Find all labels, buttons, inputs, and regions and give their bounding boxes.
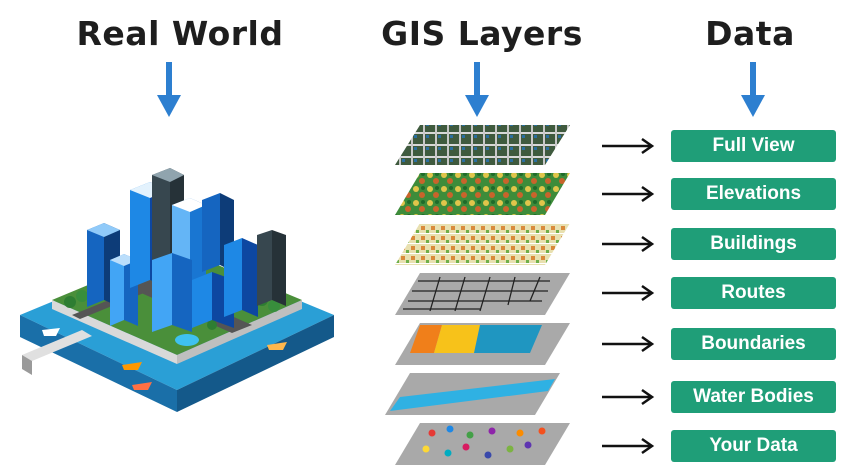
right-arrow-icon (602, 437, 655, 455)
right-arrow-icon (602, 235, 655, 253)
down-arrow-icon (741, 62, 765, 117)
city-illustration (20, 168, 334, 412)
data-item-pill: Full View (671, 130, 836, 162)
data-item-pill: Routes (671, 277, 836, 309)
data-item-pill: Your Data (671, 430, 836, 462)
right-arrow-icon (602, 388, 655, 406)
layer-your-data (395, 423, 570, 465)
gis-layers-stack (385, 125, 570, 465)
data-item-pill: Boundaries (671, 328, 836, 360)
gis-layers-heading: GIS Layers (381, 14, 583, 53)
layer-full-view (395, 125, 570, 165)
right-arrow-icon (602, 284, 655, 302)
layer-elevations (395, 173, 570, 215)
right-arrow-icon (602, 185, 655, 203)
real-world-heading: Real World (76, 14, 284, 53)
right-arrow-icon (602, 137, 655, 155)
data-heading: Data (705, 14, 795, 53)
data-item-pill: Water Bodies (671, 381, 836, 413)
data-item-pill: Elevations (671, 178, 836, 210)
right-arrow-icon (602, 335, 655, 353)
data-item-pill: Buildings (671, 228, 836, 260)
down-arrow-icon (465, 62, 489, 117)
down-arrow-icon (157, 62, 181, 117)
layer-buildings (395, 223, 570, 265)
